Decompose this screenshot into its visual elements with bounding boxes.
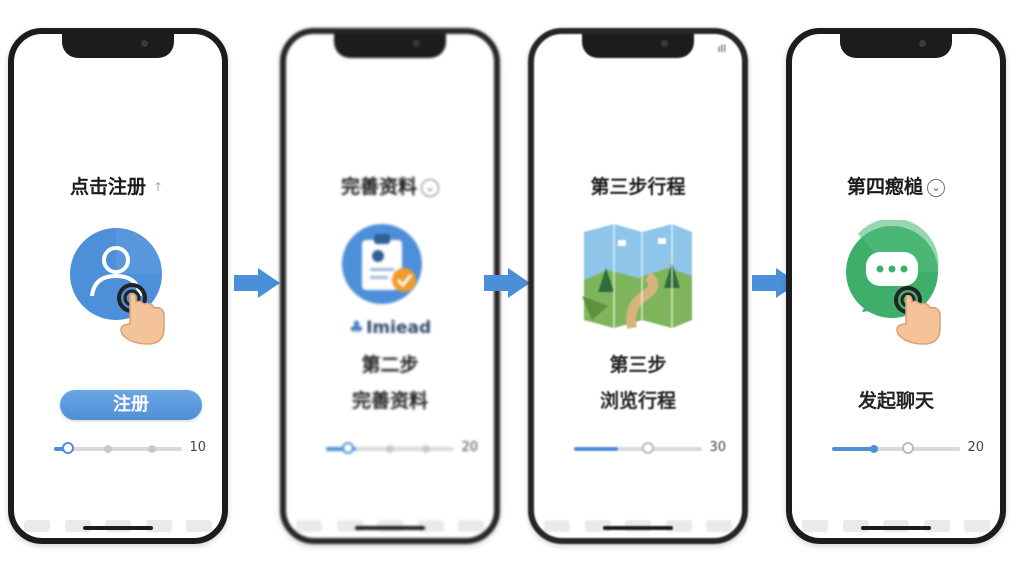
step-title-text: 点击注册 — [69, 176, 146, 198]
home-indicator[interactable] — [861, 526, 931, 530]
slider-thumb[interactable] — [342, 442, 354, 454]
step-title: 完善资料⌄ — [286, 172, 494, 199]
phone-notch — [62, 34, 174, 58]
step-caption-1: 第二步 — [361, 354, 419, 376]
up-arrow-icon: ↑ — [152, 179, 164, 194]
camera-icon — [661, 40, 668, 47]
brand-label: ♣Imiead — [286, 318, 494, 338]
trail-map-icon[interactable] — [578, 220, 698, 350]
slider-thumb[interactable] — [902, 442, 914, 454]
progress-slider[interactable] — [832, 440, 960, 458]
chevron-down-icon: ⌄ — [421, 178, 439, 197]
chat-bubble-tap-icon[interactable] — [836, 218, 956, 350]
phone-step-3: ıll 第三步行程 第三步 浏览行程 30 — [528, 28, 748, 544]
slider-thumb[interactable] — [642, 442, 654, 454]
slider-value: 20 — [967, 440, 984, 455]
camera-icon — [141, 40, 148, 47]
step-title: 点击注册 ↑ — [14, 172, 222, 199]
register-button[interactable]: 注册 — [60, 390, 202, 420]
step-title-text: 第四瘛槌 — [846, 176, 923, 198]
phone-notch — [582, 34, 694, 58]
progress-slider[interactable] — [326, 440, 454, 458]
slider-thumb[interactable] — [62, 442, 74, 454]
step-title-text: 第三步行程 — [590, 176, 686, 198]
home-indicator[interactable] — [355, 526, 425, 530]
step-caption-1: 第三步 — [609, 354, 667, 376]
step-caption-2: 完善资料 — [351, 390, 428, 412]
phone-step-2: 完善资料⌄ ♣Imiead 第二步 完善资料 20 — [280, 28, 500, 544]
camera-icon — [919, 40, 926, 47]
step-title-text: 完善资料 — [340, 176, 417, 198]
wifi-icon: ıll — [717, 44, 726, 55]
dock — [544, 520, 732, 534]
step-title: 第三步行程 — [534, 172, 742, 199]
club-icon: ♣ — [348, 318, 365, 338]
step-caption-1: 发起聊天 — [857, 390, 934, 412]
home-indicator[interactable] — [83, 526, 153, 530]
home-indicator[interactable] — [603, 526, 673, 530]
progress-slider[interactable] — [54, 440, 182, 458]
chevron-down-icon: ⌄ — [927, 178, 945, 197]
slider-value: 30 — [709, 440, 726, 455]
camera-icon — [413, 40, 420, 47]
clipboard-check-icon[interactable] — [330, 220, 450, 350]
step-title: 第四瘛槌⌄ — [792, 172, 1000, 199]
progress-slider[interactable] — [574, 440, 702, 458]
user-tap-icon[interactable] — [58, 220, 178, 350]
slider-value: 10 — [189, 440, 206, 455]
slider-value: 20 — [461, 440, 478, 455]
phone-step-4: 第四瘛槌⌄ 发起聊天 20 — [786, 28, 1006, 544]
phone-notch — [334, 34, 446, 58]
phone-step-1: 点击注册 ↑ 注册 10 — [8, 28, 228, 544]
brand-text: Imiead — [366, 318, 432, 338]
step-caption-2: 浏览行程 — [599, 390, 676, 412]
phone-notch — [840, 34, 952, 58]
